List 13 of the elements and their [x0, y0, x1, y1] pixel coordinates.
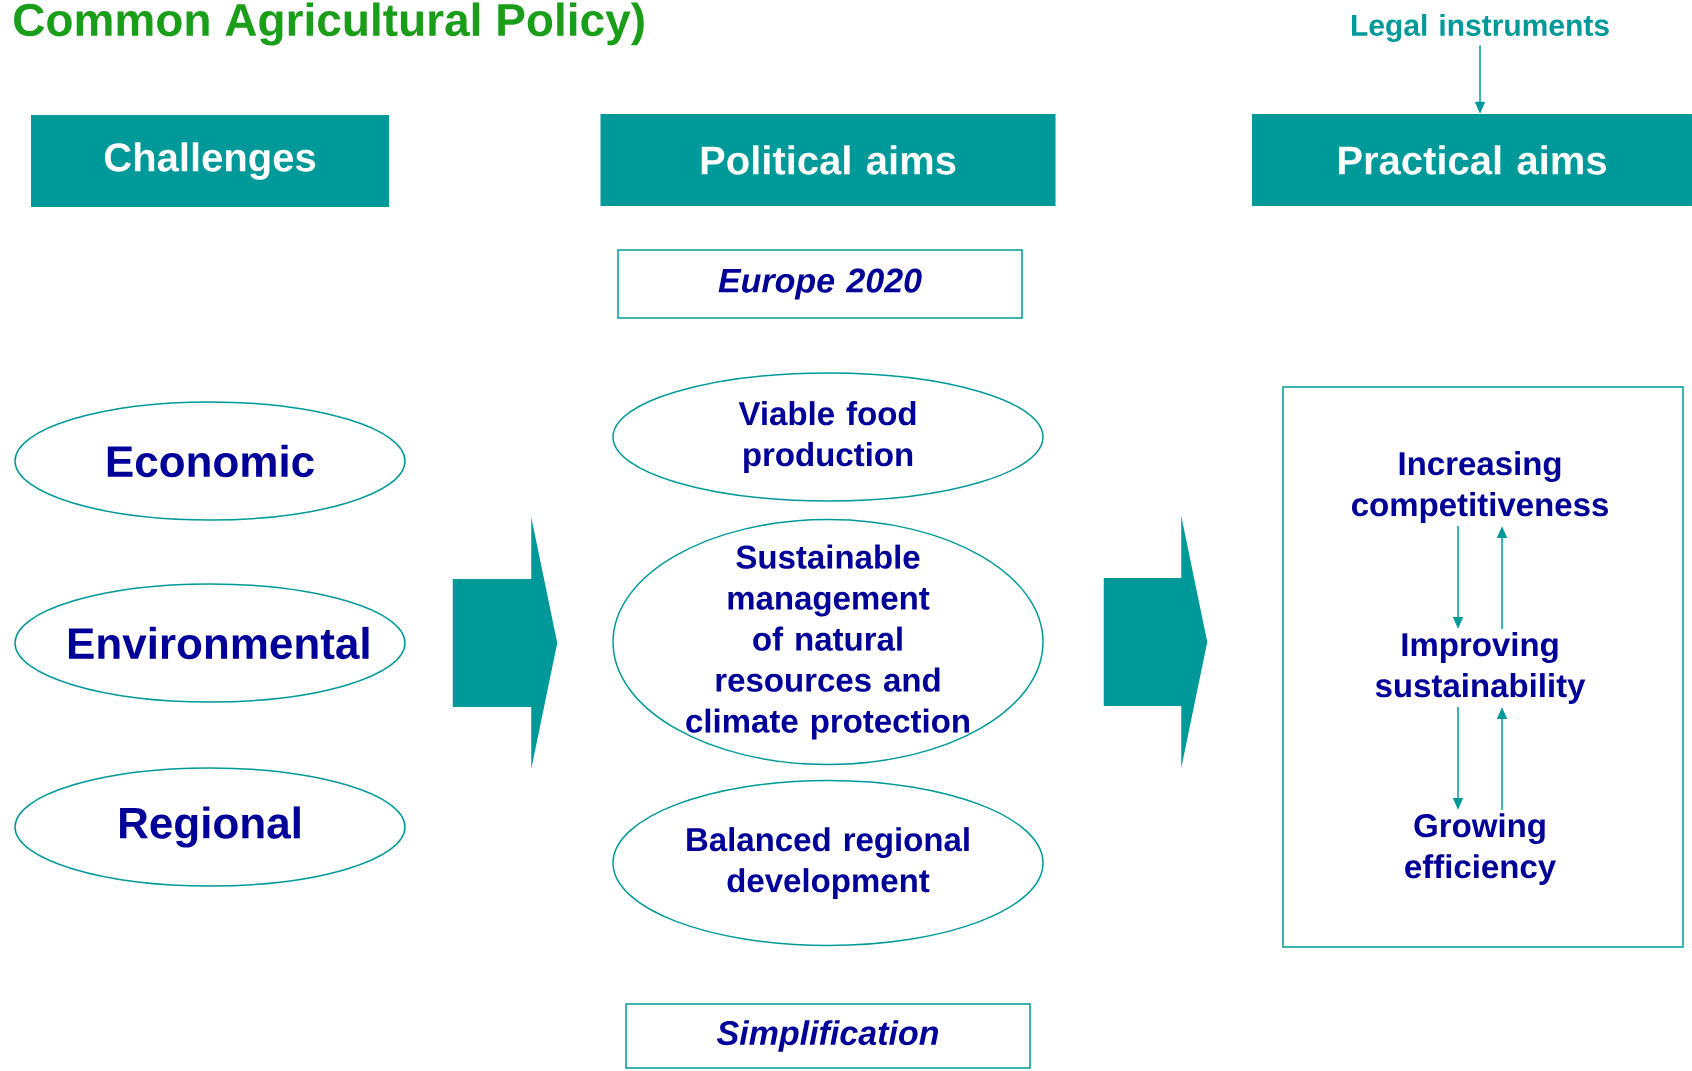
block-arrow [1103, 516, 1208, 768]
text-box: Simplification [625, 1003, 1031, 1069]
column-header: Practical aims [1252, 114, 1692, 206]
column-header: Political aims [600, 114, 1056, 206]
text-box: Europe 2020 [617, 249, 1023, 319]
block-arrow [452, 517, 558, 769]
aim-text: Growing efficiency [1405, 813, 1556, 885]
aim-text: Increasing competitiveness [1352, 451, 1608, 523]
legal-instruments-label: Legal instruments [1352, 13, 1609, 43]
outline-box [1282, 386, 1684, 948]
aim-text: Improving sustainability [1375, 632, 1586, 704]
title: Common Agricultural Policy) [14, 2, 644, 46]
column-header: Challenges [31, 115, 389, 207]
